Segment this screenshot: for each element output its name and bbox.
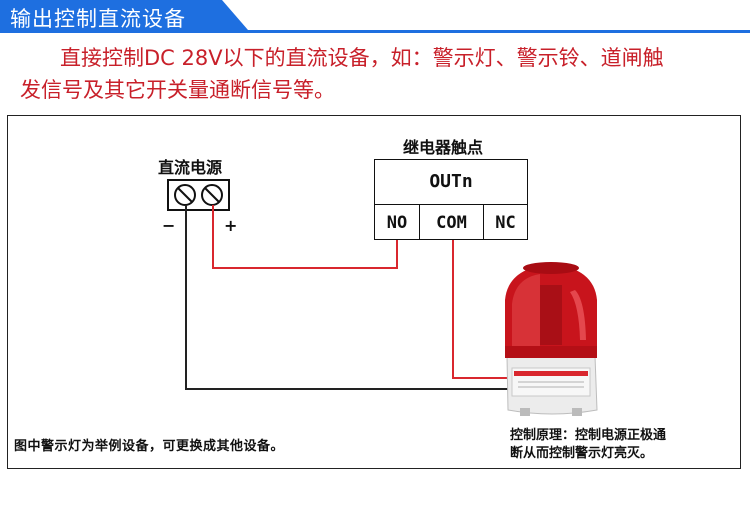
description: 直接控制DC 28V以下的直流设备，如：警示灯、警示铃、道闸触 发信号及其它开关… (20, 42, 742, 106)
description-line2: 发信号及其它开关量通断信号等。 (20, 78, 335, 102)
header-title: 输出控制直流设备 (10, 7, 186, 31)
com-wire (452, 240, 515, 379)
negative-wire (185, 205, 515, 390)
note-right: 控制原理：控制电源正极通 断从而控制警示灯亮灭。 (510, 427, 725, 463)
power-supply-title: 直流电源 (158, 158, 223, 177)
note-left: 图中警示灯为举例设备，可更换成其他设备。 (14, 439, 285, 454)
plus-label: + (224, 216, 238, 235)
note-right-line1: 控制原理：控制电源正极通 (510, 428, 667, 443)
terminal-nc-label: NC (495, 213, 516, 233)
terminal-screw-plus (201, 184, 223, 206)
relay-terminal-com: COM (419, 204, 484, 240)
terminal-com-label: COM (436, 213, 467, 233)
relay-title: 继电器触点 (403, 138, 484, 157)
header-underline (0, 30, 750, 33)
header-bar (0, 0, 750, 33)
warning-light-icon (505, 262, 598, 416)
diagram-frame (7, 115, 741, 469)
terminal-screw-minus (174, 184, 196, 206)
minus-label: − (162, 216, 176, 235)
note-right-line2: 断从而控制警示灯亮灭。 (510, 446, 654, 461)
positive-wire (212, 205, 398, 269)
relay-output-box: OUTn (374, 159, 528, 205)
relay-terminal-no: NO (374, 204, 420, 240)
header-tab (0, 0, 248, 30)
relay-terminal-nc: NC (483, 204, 528, 240)
terminal-no-label: NO (386, 213, 408, 233)
relay-output-label: OUTn (429, 171, 473, 192)
description-line1: 直接控制DC 28V以下的直流设备，如：警示灯、警示铃、道闸触 (60, 46, 664, 70)
